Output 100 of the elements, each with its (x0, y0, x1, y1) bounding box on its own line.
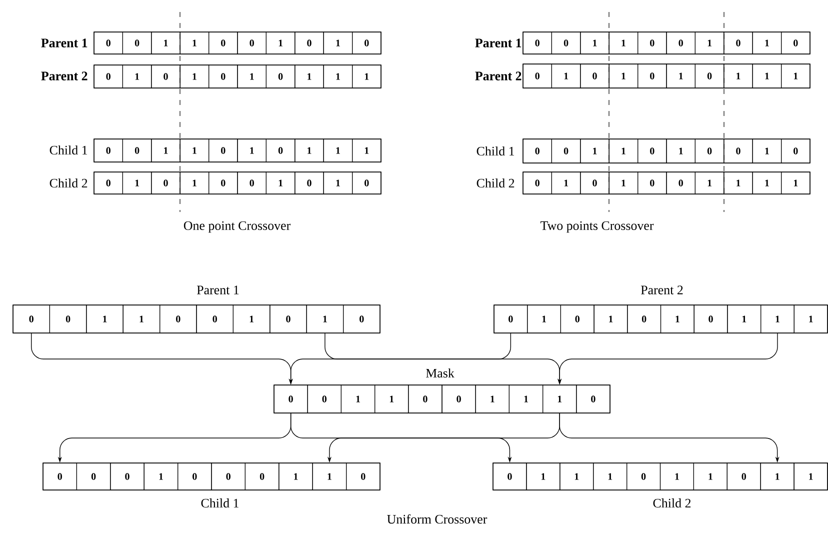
bit-cell: 1 (151, 32, 180, 54)
bit-cell: 0 (211, 462, 246, 490)
row-label: Parent 2 (475, 72, 522, 80)
bit-cell: 1 (352, 138, 382, 162)
row-label: Parent 2 (41, 72, 88, 80)
bit-cell: 0 (160, 304, 197, 334)
bit-cell: 1 (278, 462, 313, 490)
bit-cell: 1 (666, 138, 696, 164)
bit-cell: 1 (306, 304, 344, 334)
row-label: Mask (426, 368, 454, 378)
bit-cell: 1 (752, 138, 782, 164)
bit-cell: 0 (522, 32, 552, 54)
bit-cell: 1 (180, 64, 210, 88)
bit-cell: 1 (180, 172, 210, 194)
row-label: Child 1 (50, 145, 88, 155)
bit-cell: 1 (760, 304, 794, 334)
bit-cell: 0 (638, 138, 667, 164)
bit-cell: 1 (752, 32, 782, 54)
bit-cell: 1 (693, 462, 728, 490)
bit-cell: 0 (522, 138, 552, 164)
bit-cell: 0 (12, 304, 50, 334)
bit-cell: 1 (266, 172, 296, 194)
bit-cell: 0 (352, 172, 382, 194)
bit-cell: 0 (726, 462, 761, 490)
bit-cell: 1 (781, 172, 810, 194)
bit-cell: 1 (560, 462, 594, 490)
bit-cell: 0 (76, 462, 111, 490)
bit-cell: 1 (294, 64, 324, 88)
bit-cell: 0 (408, 384, 442, 414)
bit-cell: 0 (110, 462, 144, 490)
bit-cell: 0 (237, 172, 266, 194)
bit-cell: 1 (781, 64, 810, 88)
bit-cell: 0 (196, 304, 234, 334)
bit-cell: 1 (340, 384, 376, 414)
bit-cell: 0 (781, 138, 810, 164)
row-label: Child 2 (50, 178, 88, 188)
bit-cell: 1 (144, 462, 178, 490)
bit-cell: 0 (307, 384, 342, 414)
bit-cell: 1 (551, 64, 581, 88)
bit-cell: 1 (551, 172, 581, 194)
bit-cell: 0 (266, 138, 296, 162)
bit-cell: 1 (794, 462, 828, 490)
bit-cell: 1 (180, 32, 210, 54)
bit-cell: 0 (694, 138, 724, 164)
bit-cell: 0 (208, 138, 238, 162)
bit-cell: 0 (494, 304, 528, 334)
bit-cell: 0 (208, 32, 238, 54)
bit-cell: 1 (237, 64, 266, 88)
row-label: Child 2 (653, 498, 691, 508)
bit-cell: 1 (527, 304, 561, 334)
bit-cell: 0 (122, 32, 152, 54)
bit-cell: 0 (208, 64, 238, 88)
row-label: Child 2 (476, 178, 514, 188)
bit-cell: 0 (94, 32, 123, 54)
bit-cell: 0 (122, 138, 152, 162)
bit-cell: 0 (442, 384, 476, 414)
bit-cell: 0 (208, 172, 238, 194)
bit-cell: 0 (343, 304, 380, 334)
bit-cell: 1 (266, 32, 296, 54)
bit-cell: 1 (323, 138, 353, 162)
bit-cell: 1 (122, 64, 152, 88)
bit-cell: 0 (522, 64, 552, 88)
bit-cell: 1 (580, 32, 610, 54)
bit-cell: 0 (94, 172, 123, 194)
bit-cell: 0 (551, 138, 581, 164)
bit-cell: 0 (694, 64, 724, 88)
row-label: Parent 1 (196, 286, 239, 294)
bit-cell: 0 (551, 32, 581, 54)
bit-cell: 1 (694, 172, 724, 194)
bit-cell: 1 (542, 384, 577, 414)
bit-cell: 1 (752, 64, 782, 88)
bit-cell: 1 (237, 138, 266, 162)
bit-cell: 0 (237, 32, 266, 54)
row-label: Child 1 (201, 498, 238, 508)
bit-cell: 1 (760, 462, 794, 490)
bit-cell: 0 (724, 32, 753, 54)
bit-cell: 1 (475, 384, 510, 414)
bit-cell: 1 (312, 462, 347, 490)
bit-cell: 0 (580, 64, 610, 88)
row-label: Parent 1 (41, 38, 88, 48)
bit-cell: 1 (86, 304, 124, 334)
bit-cell: 0 (694, 304, 728, 334)
row-label: Parent 2 (640, 286, 683, 294)
bit-cell: 0 (94, 138, 123, 162)
bit-cell: 0 (294, 32, 324, 54)
row-label: Parent 1 (475, 38, 522, 48)
bit-cell: 0 (666, 172, 696, 194)
bit-cell: 0 (94, 64, 123, 88)
bit-cell: 1 (727, 304, 762, 334)
bit-cell: 0 (522, 172, 552, 194)
bit-cell: 0 (580, 172, 610, 194)
bit-cell: 1 (666, 64, 696, 88)
bit-cell: 1 (526, 462, 560, 490)
bit-cell: 0 (638, 172, 667, 194)
bit-cell: 1 (151, 138, 180, 162)
bit-cell: 1 (580, 138, 610, 164)
bit-cell: 1 (608, 172, 638, 194)
bit-cell: 1 (122, 172, 152, 194)
caption: Two points Crossover (540, 221, 654, 233)
bit-cell: 1 (752, 172, 782, 194)
